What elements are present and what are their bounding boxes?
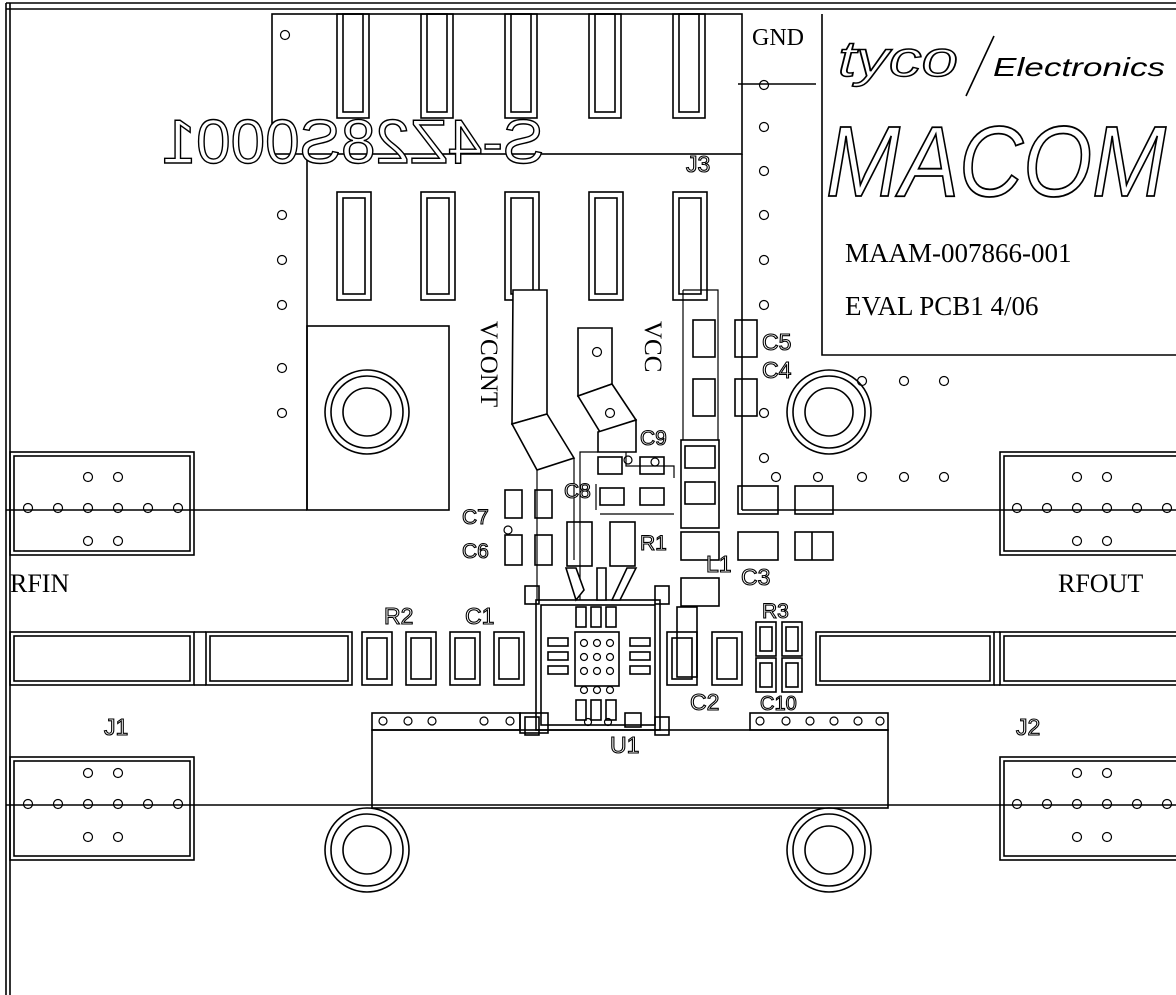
gnd-label: GND xyxy=(752,25,804,51)
header-pins-bottom xyxy=(336,191,708,301)
refdes-c9: C9 xyxy=(640,427,667,450)
vcc-trace xyxy=(576,327,638,453)
mirrored-board-code: S-4Z28S0001 xyxy=(162,108,545,177)
capacitor-c8 xyxy=(595,484,665,510)
electronics-logo: Electronics xyxy=(993,52,1165,82)
tyco-logo: tyco xyxy=(838,31,958,87)
mounting-hole-bottom-left xyxy=(324,807,410,893)
rf-output-line xyxy=(815,631,1176,686)
edge-connector-top-left xyxy=(6,451,307,556)
refdes-c1: C1 xyxy=(465,603,494,629)
bottom-header-strip xyxy=(371,712,889,809)
refdes-r3: R3 xyxy=(762,600,789,623)
refdes-c6: C6 xyxy=(462,540,489,563)
capacitor-c4 xyxy=(692,378,758,417)
refdes-l1: L1 xyxy=(706,551,732,577)
mounting-hole-bottom-right xyxy=(786,807,872,893)
resistor-r3 xyxy=(755,621,803,657)
refdes-c5: C5 xyxy=(762,329,791,355)
refdes-c8: C8 xyxy=(564,480,591,503)
refdes-c3: C3 xyxy=(741,564,770,590)
capacitor-c5 xyxy=(692,319,758,358)
ground-vias xyxy=(276,79,950,483)
capacitor-c2 xyxy=(666,631,743,686)
refdes-c4: C4 xyxy=(762,357,792,383)
part-number-label: MAAM-007866-001 xyxy=(845,238,1072,268)
header-pins-top xyxy=(336,13,706,119)
refdes-c10: C10 xyxy=(760,693,797,715)
mounting-hole-top-left xyxy=(306,325,450,511)
refdes-c7: C7 xyxy=(462,506,489,529)
bias-bus-lines xyxy=(536,289,719,600)
edge-connector-top-right xyxy=(742,451,1176,556)
bias-leads-to-u1 xyxy=(564,567,638,602)
refdes-r1: R1 xyxy=(640,532,667,555)
vcont-trace xyxy=(510,289,576,471)
macom-logo: MACOM xyxy=(826,106,1167,218)
logo-panel xyxy=(738,14,1176,356)
refdes-j3: J3 xyxy=(686,151,710,177)
refdes-u1: U1 xyxy=(610,732,639,758)
capacitor-c6 xyxy=(504,534,553,566)
capacitor-c10 xyxy=(755,657,803,693)
capacitor-c3 xyxy=(737,485,834,561)
refdes-c2: C2 xyxy=(690,689,719,715)
refdes-r2: R2 xyxy=(384,603,413,629)
vcont-label: VCONT xyxy=(475,321,502,407)
edge-connector-bottom-right xyxy=(999,756,1176,861)
capacitor-c9 xyxy=(597,455,665,475)
rf-input-line xyxy=(9,631,353,686)
vcc-label: VCC xyxy=(639,321,666,372)
capacitor-c1 xyxy=(449,631,525,686)
rfin-label: RFIN xyxy=(10,569,69,598)
capacitor-c7 xyxy=(503,489,553,535)
edge-connector-bottom-left xyxy=(6,756,1176,861)
resistor-r2 xyxy=(361,631,437,686)
refdes-j2: J2 xyxy=(1016,714,1040,740)
resistor-r1 xyxy=(566,521,636,567)
revision-label: EVAL PCB1 4/06 xyxy=(845,291,1039,321)
header-j3 xyxy=(271,13,743,510)
refdes-j1: J1 xyxy=(104,714,128,740)
rfout-label: RFOUT xyxy=(1058,569,1143,598)
mounting-hole-top-right xyxy=(786,369,872,455)
logo-slash xyxy=(965,35,995,97)
